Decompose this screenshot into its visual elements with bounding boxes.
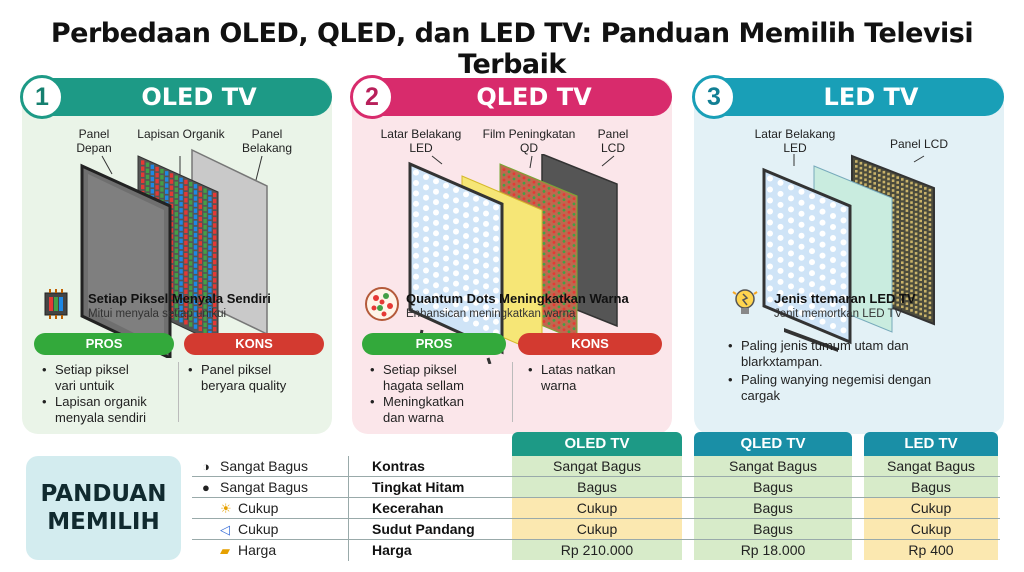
list-item: Setiap piksel hagata sellam [370,362,510,394]
led-label-backlight: Latar Belakang LED [754,127,836,155]
sun-icon: ☀ [220,501,232,516]
qled-label-film: Film Peningkatan QD [482,127,576,155]
qled-feature-title: Quantum Dots Meningkatkan Warna [406,291,629,306]
half-circle-icon: ◑ [202,459,210,474]
oled-number-badge: 1 [20,75,64,119]
qled-feature-subtitle: Enhansican meningkatkan warna [406,308,576,320]
row-criterion: Tingkat Hitam [372,479,465,495]
lightbulb-icon [732,289,758,314]
table-cell: Bagus [753,479,793,495]
guide-title-line1: PANDUAN [40,481,167,507]
table-cell: Rp 210.000 [560,542,634,558]
table-header-oled: OLED TV [512,432,682,456]
oled-label-organic: Lapisan Organik [137,127,225,141]
table-cell: Rp 400 [908,542,954,558]
led-layers-diagram [762,154,935,352]
list-item: Meningkatkan dan warna [370,394,510,426]
list-item: Latas natkan warna [528,362,668,394]
table-cell: Cukup [910,500,952,516]
qled-layers-diagram [408,154,618,364]
led-number-badge: 3 [692,75,736,119]
row-rating: Cukup [238,521,279,537]
list-item: Lapisan organik menyala sendiri [42,394,176,426]
oled-layers-diagram [80,148,268,358]
row-rating: Sangat Bagus [220,458,308,474]
oled-card: 1 OLED TV Panel Depan Lapisan Organik Pa… [20,75,332,434]
guide-box: PANDUAN MEMILIH [26,456,181,560]
qled-card: 2 QLED TV Latar Belakang LED Film Pening… [350,75,672,434]
list-item: Panel piksel beryara quality [188,362,328,394]
led-header-label: LED TV [823,83,919,111]
qled-number-badge: 2 [350,75,394,119]
table-cell: Cukup [576,500,618,516]
led-label-panel: Panel LCD [889,137,949,151]
row-criterion: Kontras [372,458,425,474]
qled-column-body [694,456,852,560]
table-cell: Bagus [911,479,951,495]
table-header-qled: QLED TV [694,432,852,456]
qled-kons-list: Latas natkan warna [528,362,668,394]
black-circle-icon: ● [202,480,210,495]
list-item: Setiap piksel vari untuik [42,362,176,394]
table-cell: Sangat Bagus [553,458,641,474]
oled-pros-list: Setiap piksel vari untuik Lapisan organi… [42,362,176,426]
table-cell: Bagus [753,500,793,516]
table-row: ☀ Cukup Kecerahan Cukup Bagus Cukup [192,498,1000,519]
row-rating: Harga [238,542,277,558]
led-card: 3 LED TV Latar Belakang LED Panel LCD Je… [692,75,1004,434]
table-cell: Bagus [577,479,617,495]
pixel-chip-icon [44,289,68,319]
qled-pros-pill: PROS [362,333,506,355]
oled-feature-subtitle: Mitui menyala setiap unikui [88,308,227,320]
table-row: ▰ Harga Harga Rp 210.000 Rp 18.000 Rp 400 [192,540,1000,561]
list-item: Paling jenis tumum utam dan blarkxtampan… [728,338,978,370]
guide-title: PANDUAN MEMILIH [26,480,181,536]
angle-icon: ◁ [220,522,230,537]
quantum-dot-icon [365,287,399,321]
row-rating: Sangat Bagus [220,479,308,495]
oled-header-label: OLED TV [141,83,257,111]
page-title: Perbedaan OLED, QLED, dan LED TV: Pandua… [50,18,974,80]
table-row: ◑ Sangat Bagus Kontras Sangat Bagus Sangat B… [192,456,1000,477]
qled-kons-pill: KONS [518,333,662,355]
oled-pros-pill: PROS [34,333,174,355]
table-row: ● Sangat Bagus Tingkat Hitam Bagus Bagus Bagu… [192,477,1000,498]
list-item: Paling wanying negemisi dengan cargak [728,372,978,404]
oled-kons-pill: KONS [184,333,324,355]
oled-label-front: Panel Depan [76,127,112,155]
table-cell: Sangat Bagus [887,458,975,474]
row-criterion: Sudut Pandang [372,521,475,537]
oled-kons-list: Panel piksel beryara quality [188,362,328,394]
led-feature-title: Jenis ttemaran LED TV [774,291,916,306]
table-cell: Cukup [576,521,618,537]
table-cell: Cukup [910,521,952,537]
qled-label-panel: Panel LCD [597,127,629,155]
led-bullet-list: Paling jenis tumum utam dan blarkxtampan… [728,338,978,404]
row-rating: Cukup [238,500,279,516]
qled-label-backlight: Latar Belakang LED [380,127,462,155]
led-column-body [864,456,998,560]
guide-title-line2: MEMILIH [47,509,160,535]
oled-feature-title: Setiap Piksel Menyala Sendiri [88,291,271,306]
row-criterion: Harga [372,542,412,558]
wallet-icon: ▰ [220,543,230,558]
led-header: 3 LED TV [692,75,1004,119]
row-criterion: Kecerahan [372,500,444,516]
table-header-led: LED TV [864,432,998,456]
led-feature-subtitle: Jenit memortkan LED TV [774,308,903,320]
qled-header: 2 QLED TV [350,75,672,119]
oled-header: 1 OLED TV [20,75,332,119]
table-cell: Sangat Bagus [729,458,817,474]
oled-label-back: Panel Belakang [241,127,293,155]
table-row: ◁ Cukup Sudut Pandang Cukup Bagus Cukup [192,519,1000,540]
table-cell: Bagus [753,521,793,537]
table-cell: Rp 18.000 [740,542,806,558]
qled-header-label: QLED TV [476,83,592,111]
qled-pros-list: Setiap piksel hagata sellam Meningkatkan… [370,362,510,426]
